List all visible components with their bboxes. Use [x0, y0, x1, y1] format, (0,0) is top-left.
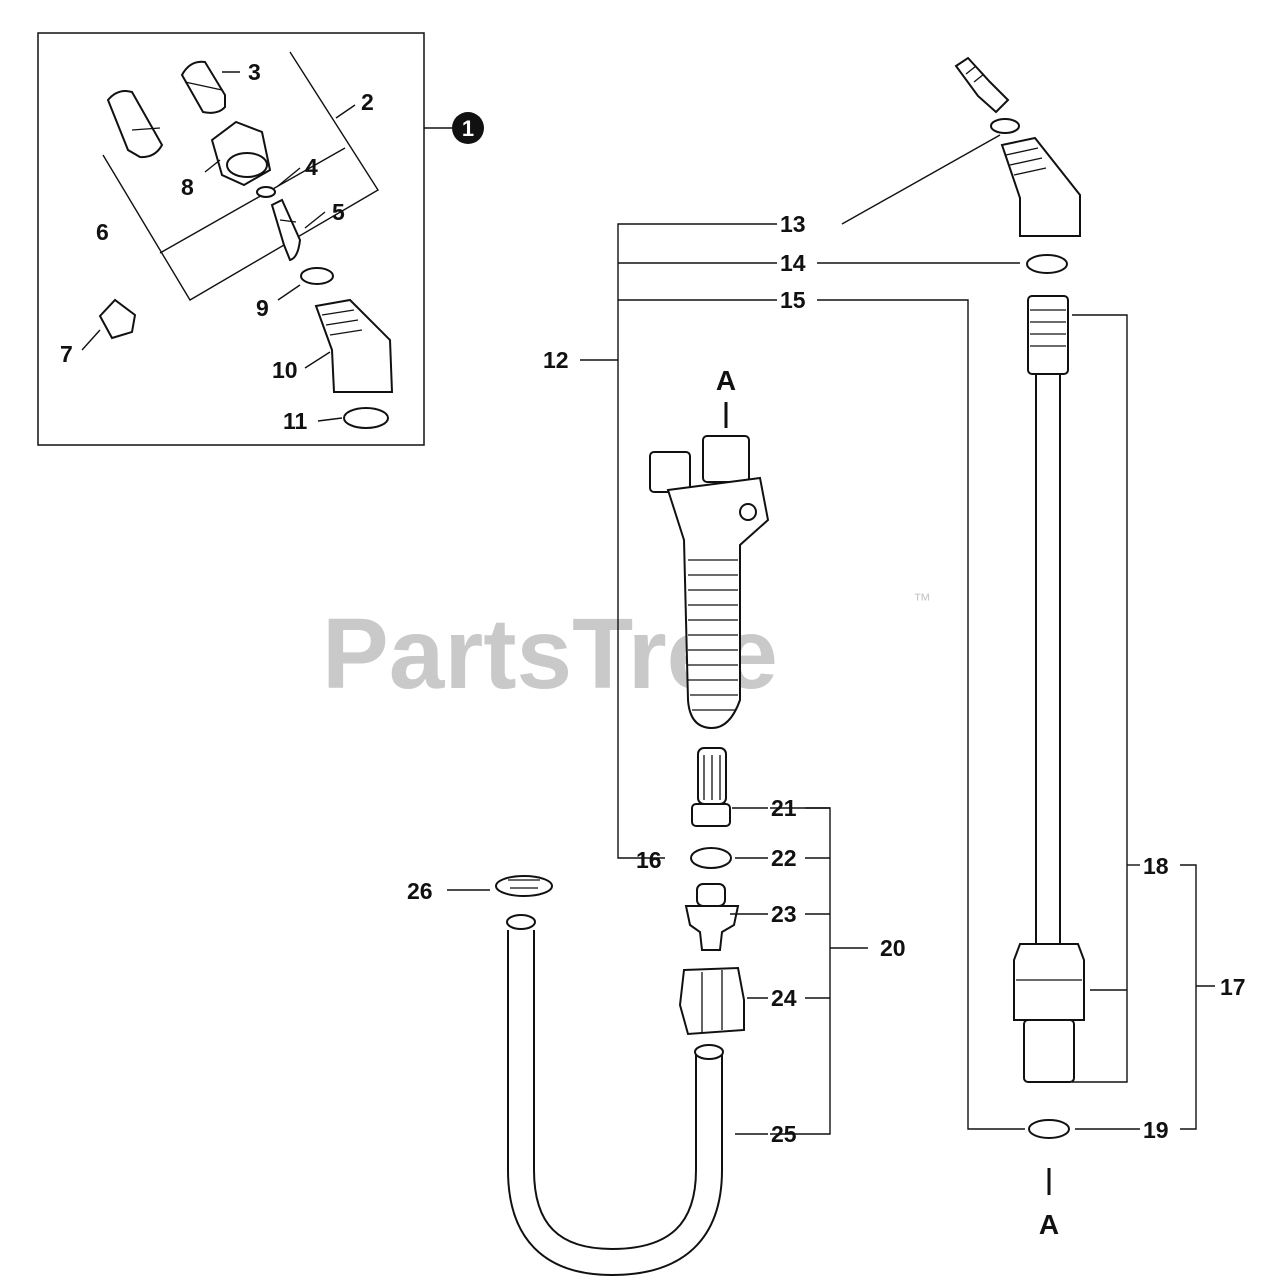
label-13: 13 — [780, 211, 806, 237]
wand-elbow-part — [1000, 136, 1081, 237]
label-20: 20 — [880, 935, 906, 961]
washer-part-14 — [1026, 254, 1068, 274]
callout-1-badge — [452, 112, 484, 144]
washer-part-22 — [690, 847, 732, 869]
label-17: 17 — [1220, 974, 1246, 1000]
hose-outline — [507, 930, 723, 1277]
wand-tube-part — [1013, 295, 1085, 1083]
washer-part-11 — [343, 407, 389, 429]
hose-clamp-part — [495, 875, 553, 897]
label-24: 24 — [771, 985, 797, 1011]
bracket-18 — [1072, 314, 1128, 1083]
nozzle-cap-part — [180, 60, 226, 114]
hose-barb-part — [684, 883, 740, 951]
label-5: 5 — [332, 199, 345, 225]
leader-7 — [81, 329, 101, 351]
callout-1-number: 1 — [462, 116, 474, 141]
trademark-symbol: ™ — [913, 590, 931, 610]
leader-11 — [317, 417, 343, 422]
nozzle-group-inner-line — [159, 147, 346, 254]
label-12: 12 — [543, 347, 569, 373]
label-2: 2 — [361, 89, 374, 115]
leader-2 — [335, 104, 356, 119]
ref-a-top-label: A — [716, 365, 736, 396]
label-19: 19 — [1143, 1117, 1169, 1143]
label-26: 26 — [407, 878, 433, 904]
hose-end-left — [506, 914, 536, 930]
label-14: 14 — [780, 250, 806, 276]
o-ring-part — [300, 267, 334, 285]
bracket-17 — [1180, 864, 1197, 1130]
leader-15 — [817, 299, 1025, 1130]
wand-tip-part — [954, 56, 1010, 114]
label-10: 10 — [272, 357, 298, 383]
label-9: 9 — [256, 295, 269, 321]
label-25: 25 — [771, 1121, 797, 1147]
hose-end-right — [694, 1044, 724, 1060]
nozzle-valve-part — [270, 198, 302, 262]
label-6: 6 — [96, 219, 109, 245]
leader-4 — [277, 167, 301, 187]
nozzle-sleeve-part — [106, 90, 164, 159]
bracket-20 — [770, 807, 831, 1135]
label-16: 16 — [636, 847, 662, 873]
nozzle-tip-part — [98, 298, 137, 340]
nozzle-nut-part — [210, 120, 272, 187]
small-washer-part — [256, 186, 276, 198]
leader-10 — [304, 351, 331, 369]
label-21: 21 — [771, 795, 797, 821]
washer-part-19 — [1028, 1119, 1070, 1139]
label-15: 15 — [780, 287, 806, 313]
label-23: 23 — [771, 901, 797, 927]
label-18: 18 — [1143, 853, 1169, 879]
label-8: 8 — [181, 174, 194, 200]
leader-8 — [204, 159, 221, 173]
bracket-12 — [617, 223, 777, 859]
tip-o-ring — [990, 118, 1020, 134]
label-7: 7 — [60, 341, 73, 367]
ref-a-bottom-label: A — [1039, 1209, 1059, 1240]
hose-nut-part — [678, 966, 745, 1036]
leader-9 — [277, 284, 301, 301]
filter-screen-part — [691, 747, 731, 827]
nozzle-kit-inset-box — [37, 32, 425, 446]
label-3: 3 — [248, 59, 261, 85]
shutoff-valve-handle-part — [649, 435, 770, 730]
elbow-fitting-part — [314, 298, 394, 393]
label-4: 4 — [305, 154, 318, 180]
label-11: 11 — [283, 408, 308, 434]
leader-13 — [841, 134, 1001, 225]
hose-part — [509, 930, 721, 1275]
leader-5 — [304, 211, 326, 229]
label-22: 22 — [771, 845, 797, 871]
